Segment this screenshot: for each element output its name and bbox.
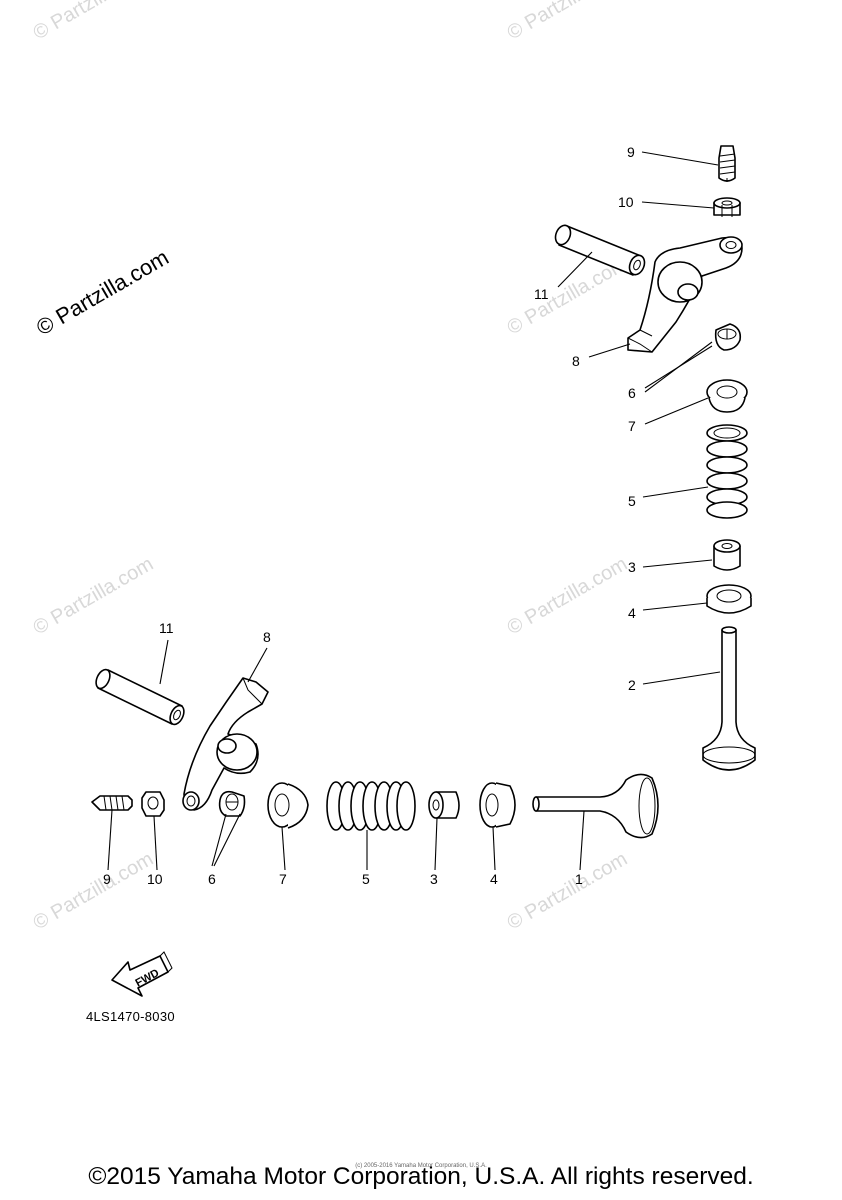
locknut-upper: [713, 197, 741, 217]
callout-number: 6: [628, 385, 636, 401]
callout-number: 8: [263, 629, 271, 645]
callout-number: 1: [575, 871, 583, 887]
fwd-arrow-icon: FWD: [111, 951, 173, 997]
watermark-faint: © Partzilla.com: [504, 553, 632, 639]
valve-cotter-upper: [714, 323, 742, 351]
watermark-faint: © Partzilla.com: [30, 0, 158, 44]
leader-lines-upper: [557, 151, 721, 685]
callout-number: 4: [628, 605, 636, 621]
rocker-shaft-lower: [95, 668, 185, 726]
callout-number: 7: [279, 871, 287, 887]
valve-spring-lower: [326, 781, 416, 831]
callout-number: 2: [628, 677, 636, 693]
callout-number: 3: [628, 559, 636, 575]
callout-number: 7: [628, 418, 636, 434]
callout-number: 5: [628, 493, 636, 509]
callout-number: 10: [147, 871, 163, 887]
spring-retainer-lower: [267, 782, 309, 829]
callout-number: 10: [618, 194, 634, 210]
valve-stem-seal-upper: [713, 539, 741, 571]
spring-retainer-upper: [706, 379, 748, 413]
watermark-faint: © Partzilla.com: [30, 848, 158, 934]
callout-number: 5: [362, 871, 370, 887]
exhaust-valve-upper: [702, 626, 756, 771]
valve-spring-upper: [706, 424, 748, 519]
locknut-lower: [141, 791, 165, 817]
copyright-notice: ©2015 Yamaha Motor Corporation, U.S.A. A…: [88, 1163, 754, 1190]
adjusting-screw-lower: [91, 795, 133, 811]
valve-stem-seal-lower: [428, 791, 460, 819]
callout-number: 8: [572, 353, 580, 369]
small-credit: (c) 2005-2016 Yamaha Motor Corporation, …: [355, 1163, 487, 1169]
callouts-lower: 11 8 9 10 6 7 5 3 4 1: [103, 620, 583, 887]
rocker-arm-upper: [627, 236, 743, 353]
watermark-main: © Partzilla.com: [32, 245, 173, 341]
callout-number: 9: [103, 871, 111, 887]
watermark-faint: © Partzilla.com: [504, 0, 632, 44]
callout-number: 11: [159, 620, 174, 636]
spring-seat-lower: [479, 782, 516, 828]
rocker-shaft-upper: [554, 224, 646, 276]
callout-number: 4: [490, 871, 498, 887]
valve-cotter-lower: [218, 790, 246, 817]
diagram-code: 4LS1470-8030: [86, 1009, 175, 1024]
callout-number: 3: [430, 871, 438, 887]
watermark-faint: © Partzilla.com: [504, 848, 632, 934]
watermark-faint: © Partzilla.com: [30, 553, 158, 639]
intake-valve-lower: [532, 773, 659, 839]
spring-seat-upper: [706, 584, 752, 614]
adjusting-screw-upper: [718, 145, 736, 182]
callouts-upper: 9 10 11 8 6 7 5 3 4 2: [534, 144, 636, 693]
callout-number: 11: [534, 286, 549, 302]
callout-number: 9: [627, 144, 635, 160]
callout-number: 6: [208, 871, 216, 887]
leader-lines-lower: [107, 639, 585, 871]
rocker-arm-lower: [182, 677, 269, 811]
